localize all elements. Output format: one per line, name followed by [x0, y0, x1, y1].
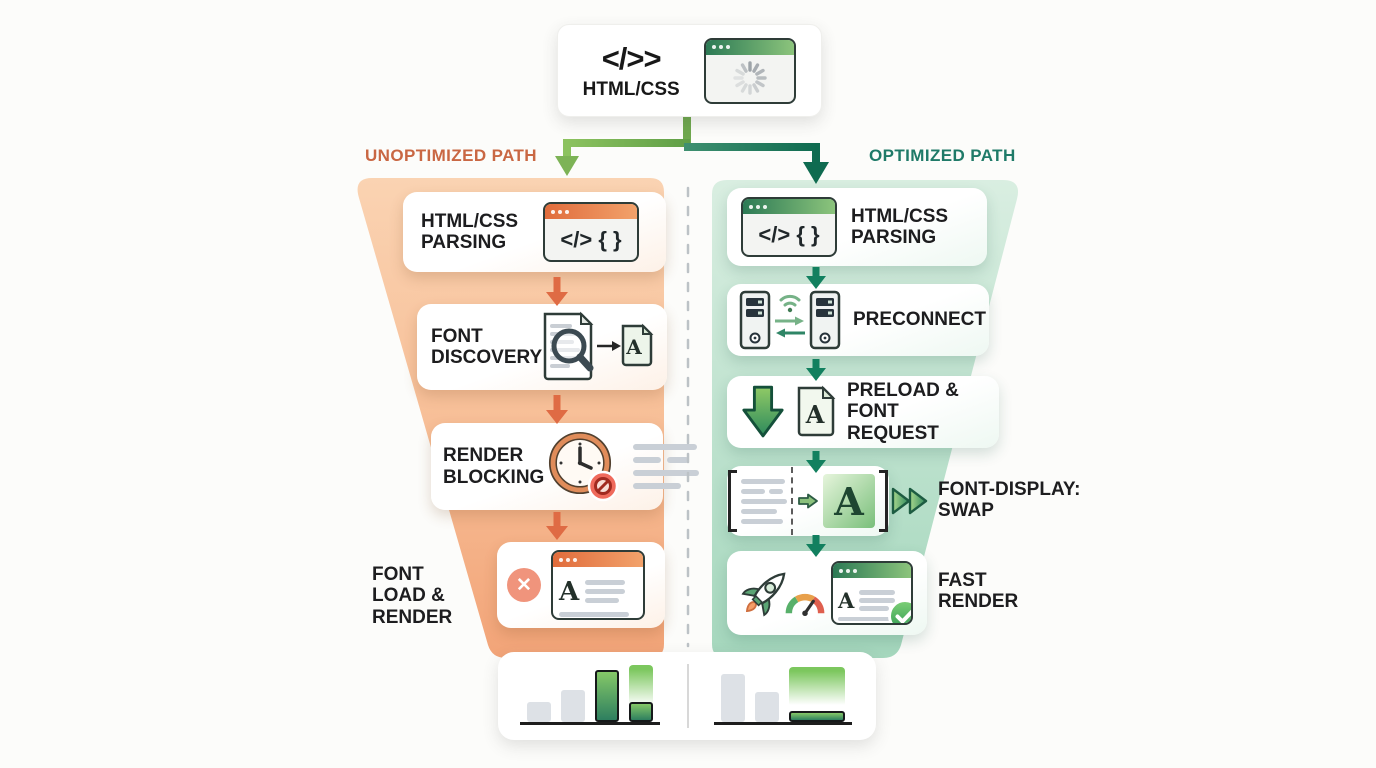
step-preconnect: PRECONNECT — [727, 284, 989, 356]
loading-browser-icon — [704, 37, 797, 104]
swap-arrow-icon — [798, 493, 818, 509]
left-branch-arrowhead — [555, 156, 579, 176]
right-branch-arrowhead — [803, 162, 829, 184]
bar — [561, 667, 585, 722]
swapped-font-letter: A — [823, 474, 875, 528]
step-label: PRELOAD & FONT REQUEST — [847, 380, 959, 444]
step-font-discovery: FONT DISCOVERY A — [417, 304, 667, 390]
step-label: HTML/CSS PARSING — [851, 205, 949, 248]
bar-chart-optimized — [714, 667, 852, 725]
speedometer-icon — [785, 593, 825, 620]
step-render-blocking: RENDER BLOCKING — [431, 423, 699, 510]
right-branch-connector — [684, 143, 820, 164]
blocked-clock-icon — [548, 431, 619, 501]
download-arrow-icon — [742, 385, 784, 438]
code-glyph: </>> — [601, 40, 662, 76]
code-sample: </> { } — [560, 226, 622, 252]
bar — [629, 664, 653, 722]
bar — [721, 667, 745, 722]
step-label: RENDER BLOCKING — [443, 445, 545, 488]
left-branch-connector — [563, 139, 690, 158]
optimized-path-title: OPTIMIZED PATH — [869, 146, 1016, 165]
check-icon — [888, 599, 911, 623]
blocked-text-lines — [633, 444, 699, 489]
step-html-css-parsing-left: HTML/CSS PARSING </> { } — [403, 192, 666, 272]
bar — [527, 667, 551, 722]
step-label-fast-render: FAST RENDER — [938, 570, 1019, 613]
swap-divider — [791, 467, 793, 535]
step-label-font-display-swap: FONT-DISPLAY: SWAP — [938, 479, 1081, 522]
svg-text:A: A — [805, 400, 825, 429]
font-search-icon: A — [543, 311, 654, 381]
unoptimized-path-title: UNOPTIMIZED PATH — [365, 146, 537, 165]
code-label: HTML/CSS — [582, 78, 680, 100]
bracket-left — [728, 470, 737, 532]
rendered-page-icon: A — [831, 561, 913, 625]
chart-divider — [687, 664, 689, 728]
browser-titlebar — [706, 39, 795, 55]
bracket-right — [879, 470, 888, 532]
step-font-load-render: ✕ A — [497, 542, 665, 628]
step-label: HTML/CSS PARSING — [421, 210, 519, 253]
code-browser-icon: </> { } — [543, 202, 639, 262]
step-preload-font-request: A PRELOAD & FONT REQUEST — [727, 376, 999, 448]
svg-text:A: A — [625, 335, 642, 359]
source-node: </>> HTML/CSS — [557, 24, 822, 117]
step-label: PRECONNECT — [853, 309, 987, 331]
error-x-icon: ✕ — [507, 568, 541, 602]
bar — [789, 667, 845, 722]
step-font-display-swap: A — [727, 466, 889, 536]
bar — [595, 667, 619, 722]
bar-chart-unoptimized — [520, 664, 660, 725]
spinner-icon — [706, 55, 794, 102]
code-browser-icon: </> { } — [741, 197, 837, 257]
code-sample: </> { } — [758, 221, 820, 247]
failed-render-browser-icon: A — [551, 550, 645, 620]
step-label-font-load-render: FONT LOAD & RENDER — [372, 564, 453, 628]
step-html-css-parsing-right: </> { } HTML/CSS PARSING — [727, 188, 987, 266]
load-time-comparison-panel — [498, 652, 876, 740]
font-file-icon: A — [797, 385, 836, 437]
code-tag-icon: </>> HTML/CSS — [583, 41, 680, 101]
step-fast-render: A — [727, 551, 927, 635]
server-connection-icon — [739, 290, 841, 350]
fallback-text-lines — [741, 478, 787, 524]
fast-forward-icon — [891, 487, 928, 515]
step-label: FONT DISCOVERY — [431, 325, 543, 368]
bar — [755, 667, 779, 722]
